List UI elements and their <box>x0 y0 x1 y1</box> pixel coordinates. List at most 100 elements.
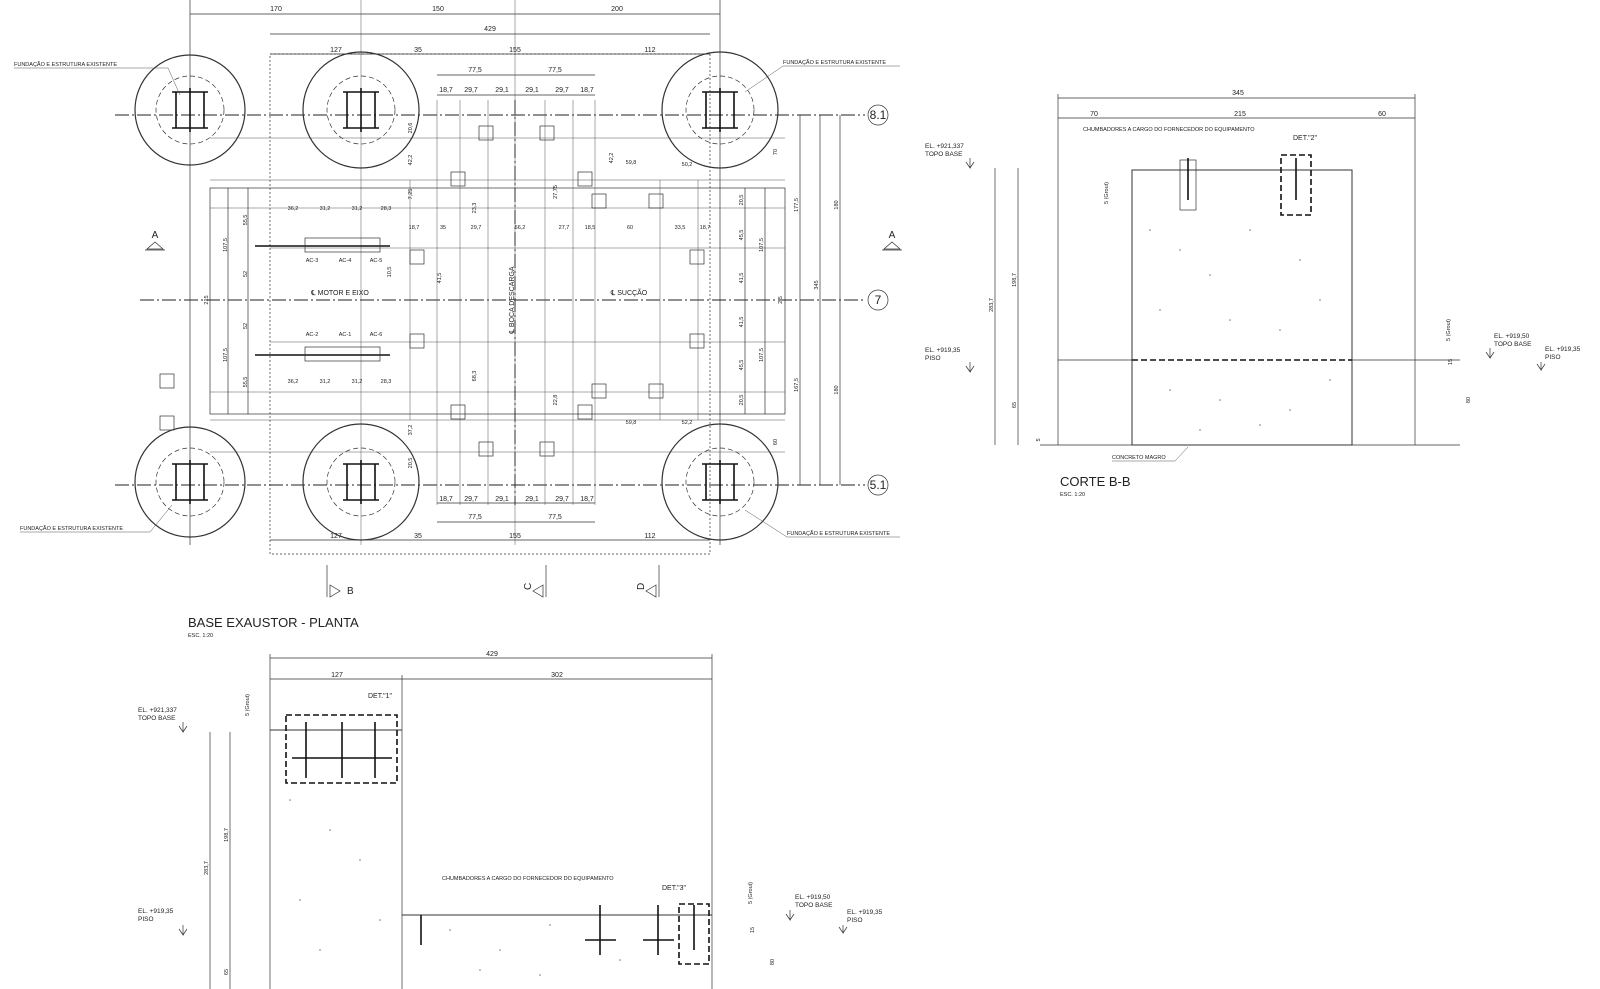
section-mark-c: C <box>523 583 534 590</box>
aa-vdim-1: 283,7 <box>204 861 210 875</box>
plan-title: BASE EXAUSTOR - PLANTA <box>188 615 359 630</box>
aa-sub-dim-1: 127 <box>331 672 343 679</box>
far-right-dim-3: 345 <box>814 280 820 289</box>
bb-el-top-right: EL. +919,50 <box>1494 333 1530 340</box>
right-vdim-3: 107,5 <box>759 238 765 252</box>
right-vdim-2: 45,5 <box>739 230 745 241</box>
cl-discharge-label: ℄ BOCA DESCARGA <box>509 266 516 334</box>
misc-dim-9: 10,5 <box>387 267 393 278</box>
bb-title: CORTE B-B <box>1060 474 1131 489</box>
bb-scale: ESC. 1:20 <box>1060 492 1085 498</box>
top-dim-2: 150 <box>432 6 444 13</box>
anchor-dim-top-3: 31,2 <box>352 206 363 212</box>
bottom-row2-dim-1: 127 <box>330 533 342 540</box>
anchor-ac2: AC-2 <box>306 332 319 338</box>
far-right-dim-1: 177,5 <box>794 198 800 212</box>
aa-vdim-4: 80 <box>770 959 776 965</box>
misc-dim-17: 60 <box>773 439 779 445</box>
top-dim-1: 170 <box>270 6 282 13</box>
aa-det3-label: DET."3" <box>662 885 687 892</box>
misc-dim-6: 50,2 <box>682 162 693 168</box>
misc-dim-16: 52,2 <box>682 420 693 426</box>
anchor-dim-bot-1: 36,2 <box>288 379 299 385</box>
row4-dim-1: 18,7 <box>439 87 453 94</box>
row2-dim-4: 112 <box>644 47 655 54</box>
existing-note-2: FUNDAÇÃO E ESTRUTURA EXISTENTE <box>783 59 886 66</box>
bb-sub-dim-1: 70 <box>1090 111 1098 118</box>
bb-el-floor-left: EL. +919,35 <box>925 347 961 354</box>
top-dim-3: 200 <box>611 6 623 13</box>
bb-sub-dim-2: 215 <box>1234 111 1246 118</box>
bb-grout-right: 5 (Grout) <box>1446 319 1452 341</box>
misc-dim-13: 37,2 <box>408 425 414 436</box>
misc-dim-7: 27,75 <box>553 185 559 199</box>
misc-dim-5: 59,8 <box>626 160 637 166</box>
left-vdim-4: 215 <box>204 295 210 304</box>
bb-vdim-1: 283,7 <box>989 298 995 312</box>
mid-dim-9: 18,7 <box>700 225 711 231</box>
bb-el-top-right-sub: TOPO BASE <box>1494 341 1532 348</box>
right-vdim-6: 107,5 <box>759 348 765 362</box>
bottom-row4-dim-1: 18,7 <box>439 496 453 503</box>
far-right-dim-5: 180 <box>834 385 840 394</box>
bb-el-floor-right: EL. +919,35 <box>1545 346 1581 353</box>
far-right-dim-2: 180 <box>834 200 840 209</box>
bb-det-label: DET."2" <box>1293 135 1318 142</box>
aa-el-top-left-sub: TOPO BASE <box>138 715 176 722</box>
bb-sub-dim-3: 60 <box>1378 111 1386 118</box>
row2-dim-2: 35 <box>414 47 422 54</box>
misc-dim-4: 70 <box>773 149 779 155</box>
row2-dim-3: 155 <box>509 47 521 54</box>
anchor-dim-top-4: 28,3 <box>381 206 392 212</box>
row4-dim-5: 29,7 <box>555 87 569 94</box>
section-mark-a-right: A <box>889 230 896 241</box>
misc-dim-15: 59,8 <box>626 420 637 426</box>
aa-el-top-right-sub: TOPO BASE <box>795 902 833 909</box>
cl-motor-label: ℄ MOTOR E EIXO <box>310 290 369 297</box>
anchor-dim-top-2: 31,2 <box>320 206 331 212</box>
left-vdim-2: 107,5 <box>223 238 229 252</box>
row4-dim-6: 18,7 <box>580 87 594 94</box>
misc-dim-3: 7,25 <box>408 189 414 200</box>
bb-vdim-5: 80 <box>1466 397 1472 403</box>
misc-dim-11: 22,8 <box>553 395 559 406</box>
bb-vdim-4: 5 <box>1036 438 1042 441</box>
existing-note-4: FUNDAÇÃO E ESTRUTURA EXISTENTE <box>787 530 890 537</box>
existing-foundation-circles <box>134 51 779 541</box>
aa-el-top-left: EL. +921,337 <box>138 707 177 714</box>
right-vdim-4: 41,5 <box>739 273 745 284</box>
bottom-row3-dim-2: 77,5 <box>548 514 562 521</box>
aa-grout-right: 5 (Grout) <box>748 882 754 904</box>
mid-dim-1: 18,7 <box>409 225 420 231</box>
grid-label-5-1: 5.1 <box>870 478 887 492</box>
mid-dim-4: 56,2 <box>515 225 526 231</box>
bottom-row2-dim-2: 35 <box>414 533 422 540</box>
bottom-row4-dim-2: 29,7 <box>464 496 478 503</box>
plan-scale: ESC. 1:20 <box>188 633 213 639</box>
left-vdim-5: 52 <box>243 323 249 329</box>
bb-vdim-6: 15 <box>1448 359 1454 365</box>
misc-dim-8: 42,2 <box>609 153 615 164</box>
anchor-dim-bot-4: 28,3 <box>381 379 392 385</box>
aa-overall-dim: 429 <box>486 651 498 658</box>
bb-vdim-3: 65 <box>1012 402 1018 408</box>
misc-dim-2: 42,2 <box>408 155 414 166</box>
right-vdim-1: 20,5 <box>739 195 745 206</box>
bottom-row4-dim-4: 29,1 <box>525 496 539 503</box>
grid-label-7: 7 <box>875 293 882 307</box>
bb-el-floor-left-sub: PISO <box>925 355 941 362</box>
plan-overall-dim: 429 <box>484 26 496 33</box>
bottom-row2-dim-3: 155 <box>509 533 521 540</box>
anchor-ac4: AC-4 <box>339 258 352 264</box>
right-vdim-7: 45,5 <box>739 360 745 371</box>
anchor-dim-bot-2: 31,2 <box>320 379 331 385</box>
aa-grout-left: 5 (Grout) <box>245 694 251 716</box>
row4-dim-4: 29,1 <box>525 87 539 94</box>
anchor-dim-top-1: 36,2 <box>288 206 299 212</box>
bottom-row4-dim-5: 29,7 <box>555 496 569 503</box>
grid-label-8-1: 8.1 <box>870 108 887 122</box>
anchor-ac3: AC-3 <box>306 258 319 264</box>
left-vdim-3: 52 <box>243 271 249 277</box>
aa-sub-dim-2: 302 <box>551 672 563 679</box>
